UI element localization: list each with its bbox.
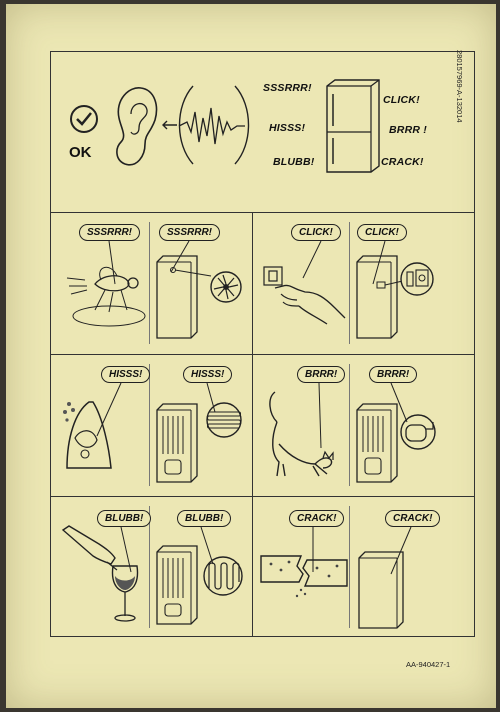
panel-divider [349, 506, 350, 628]
cracker-icon [260, 555, 348, 598]
panel-divider [349, 364, 350, 486]
speech-bubble: CLICK! [357, 224, 407, 241]
speech-bubble: CRACK! [289, 510, 345, 527]
speech-bubble: SSSRRR! [159, 224, 221, 241]
speech-bubble: CLICK! [291, 224, 341, 241]
arrow-icon [162, 120, 177, 130]
speech-bubble: BRRR! [297, 366, 346, 383]
speech-bubble: HISSS! [183, 366, 233, 383]
steam-iron-icon [63, 401, 112, 469]
panel-divider [349, 222, 350, 344]
document-code: 280157969-A-132014 [455, 50, 464, 123]
ok-label: OK [69, 144, 92, 161]
thermostat-icon [400, 262, 434, 296]
refrigerator-icon [326, 79, 380, 173]
wine-bottle-icon [61, 525, 118, 571]
sound-label: BRRR ! [389, 124, 427, 136]
row-divider [51, 354, 474, 355]
sound-label: CRACK! [381, 156, 424, 168]
refrigerator-pipes-icon [156, 545, 198, 625]
coolant-pipe-icon [203, 556, 243, 596]
part-number: AA-940427-1 [406, 660, 451, 669]
column-divider [252, 212, 253, 637]
row-divider [51, 496, 474, 497]
wine-glass-icon [111, 565, 139, 622]
instruction-sheet: OK SSSRRR! HISSS! BLUBB! CLICK! BRRR ! C… [6, 4, 496, 708]
wall-switch-icon [263, 266, 283, 286]
panel-divider [149, 222, 150, 344]
illustration-frame: OK SSSRRR! HISSS! BLUBB! CLICK! BRRR ! C… [50, 51, 475, 637]
speech-bubble: HISSS! [101, 366, 151, 383]
speech-bubble: CRACK! [385, 510, 441, 527]
checkmark-icon [70, 105, 98, 133]
bubble-pointers [96, 240, 412, 575]
hand-icon [274, 284, 346, 325]
panel-divider [149, 364, 150, 486]
refrigerator-back-icon [156, 255, 212, 339]
row-divider [51, 212, 474, 213]
speech-bubble: BRRR! [369, 366, 418, 383]
refrigerator-coils-icon [156, 403, 198, 483]
speech-bubble: BLUBB! [177, 510, 232, 527]
refrigerator-compressor-icon [356, 403, 398, 483]
coolant-coil-icon [206, 402, 242, 438]
compressor-icon [400, 414, 436, 450]
fly-icon [66, 266, 146, 327]
sound-wave-icon [178, 85, 250, 165]
refrigerator-side-icon [358, 551, 404, 629]
sound-label: BLUBB! [273, 156, 315, 168]
speech-bubble: BLUBB! [97, 510, 152, 527]
panel-divider [149, 506, 150, 628]
sound-label: SSSRRR! [263, 82, 312, 94]
sound-label: HISSS! [269, 122, 306, 134]
cat-icon [269, 391, 334, 477]
fan-icon [210, 271, 242, 303]
ear-icon [116, 87, 158, 166]
speech-bubble: SSSRRR! [79, 224, 141, 241]
sound-label: CLICK! [383, 94, 420, 106]
